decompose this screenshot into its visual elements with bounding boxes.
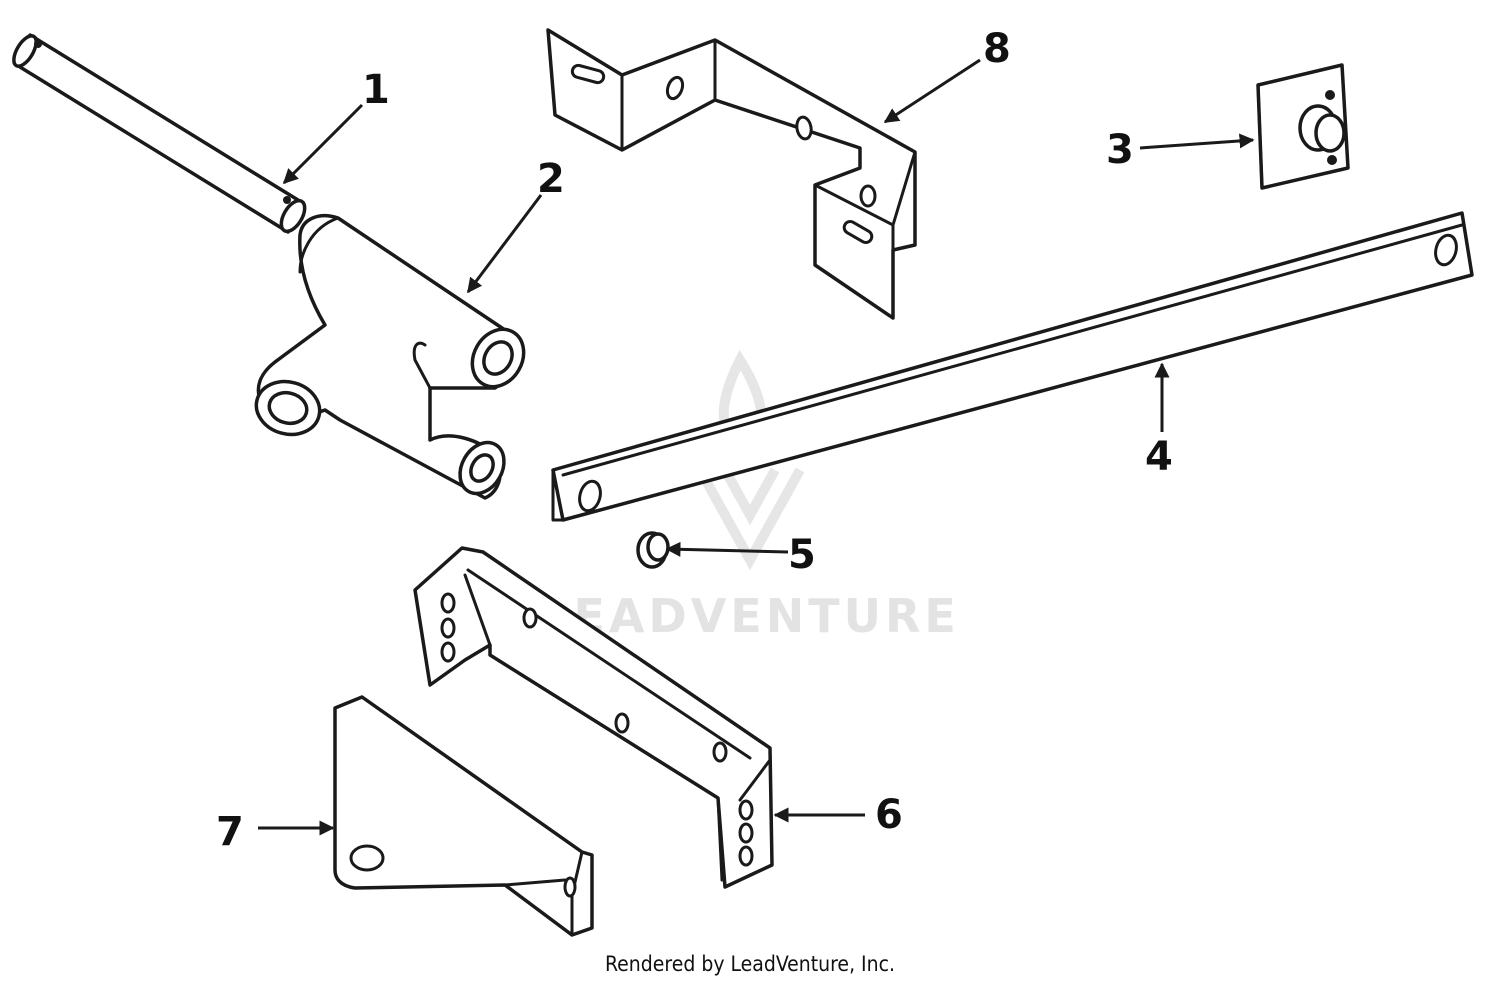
part-5-bushing: [636, 531, 670, 569]
watermark-text: LEADVENTURE: [540, 589, 960, 643]
callout-1: 1: [362, 67, 390, 113]
leader-3: [1139, 133, 1255, 150]
footer-credit: Rendered by LeadVenture, Inc.: [605, 952, 895, 976]
callout-3: 3: [1106, 127, 1134, 173]
callout-labels: 1 2 3 4 5 6 7 8: [216, 26, 1173, 855]
callout-7: 7: [216, 809, 244, 855]
callout-8: 8: [983, 26, 1011, 72]
callout-5: 5: [788, 532, 816, 578]
watermark: LEADVENTURE: [540, 349, 960, 643]
callout-6: 6: [875, 792, 903, 838]
part-8-u-bracket: [546, 28, 917, 320]
leader-2: [466, 194, 543, 294]
leader-1: [282, 103, 364, 185]
part-4-flat-bar: [551, 211, 1474, 522]
part-3-nut-plate: [1256, 63, 1350, 190]
callout-leaders: [258, 58, 1255, 836]
callout-2: 2: [537, 156, 565, 202]
leader-5: [665, 541, 789, 557]
part-7-gusset-plate: [333, 695, 594, 937]
part-1-shaft: [12, 33, 307, 234]
part-2-tee-casting: [254, 213, 526, 500]
leader-8: [883, 58, 981, 124]
part-6-mount-bracket: [413, 546, 774, 889]
callout-4: 4: [1145, 434, 1173, 480]
